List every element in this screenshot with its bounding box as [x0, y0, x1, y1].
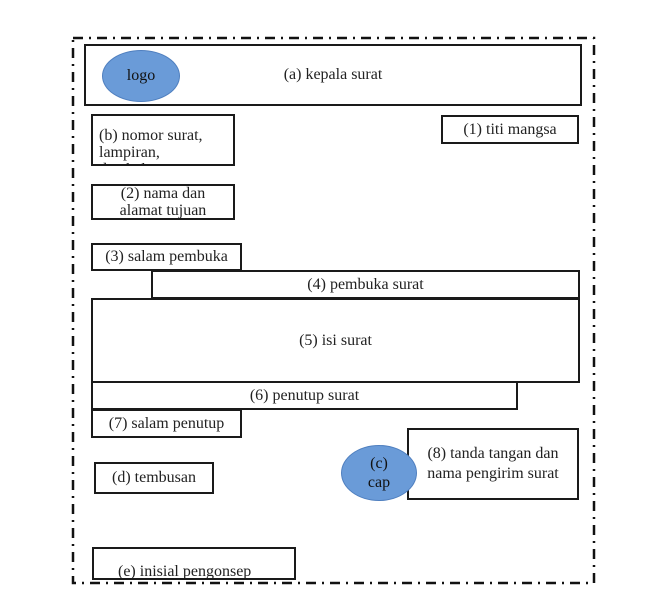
date-box: (1) titi mangsa	[441, 115, 579, 144]
letterhead-label: (a) kepala surat	[283, 66, 383, 83]
letter-opening-label: (4) pembuka surat	[307, 275, 424, 293]
closing-greeting-box: (7) salam penutup	[91, 409, 242, 438]
letter-number-label: (b) nomor surat, lampiran, dan hal	[99, 127, 203, 164]
copies-label: (d) tembusan	[112, 469, 196, 486]
letter-opening-box: (4) pembuka surat	[151, 270, 580, 299]
letter-number-box: (b) nomor surat, lampiran, dan hal	[91, 114, 235, 166]
drafter-initials-label: (e) inisial pengonsep surat	[118, 563, 252, 580]
opening-greeting-box: (3) salam pembuka	[91, 243, 242, 271]
stamp-label: (c) cap	[367, 455, 391, 491]
copies-box: (d) tembusan	[94, 462, 214, 494]
signature-box: (8) tanda tangan dan nama pengirim surat	[407, 428, 579, 500]
letter-body-box: (5) isi surat	[91, 298, 580, 383]
letter-closing-box: (6) penutup surat	[91, 381, 518, 410]
logo-ellipse: logo	[102, 50, 180, 102]
stamp-ellipse: (c) cap	[341, 445, 417, 501]
opening-greeting-label: (3) salam pembuka	[105, 248, 228, 265]
recipient-box: (2) nama dan alamat tujuan	[91, 184, 235, 220]
date-label: (1) titi mangsa	[463, 120, 557, 138]
recipient-label: (2) nama dan alamat tujuan	[119, 185, 207, 219]
logo-label: logo	[126, 67, 156, 84]
letter-closing-label: (6) penutup surat	[249, 386, 360, 404]
signature-label: (8) tanda tangan dan nama pengirim surat	[427, 445, 559, 482]
drafter-initials-box: (e) inisial pengonsep surat	[92, 547, 296, 580]
letter-body-label: (5) isi surat	[299, 331, 372, 349]
closing-greeting-label: (7) salam penutup	[108, 414, 225, 432]
